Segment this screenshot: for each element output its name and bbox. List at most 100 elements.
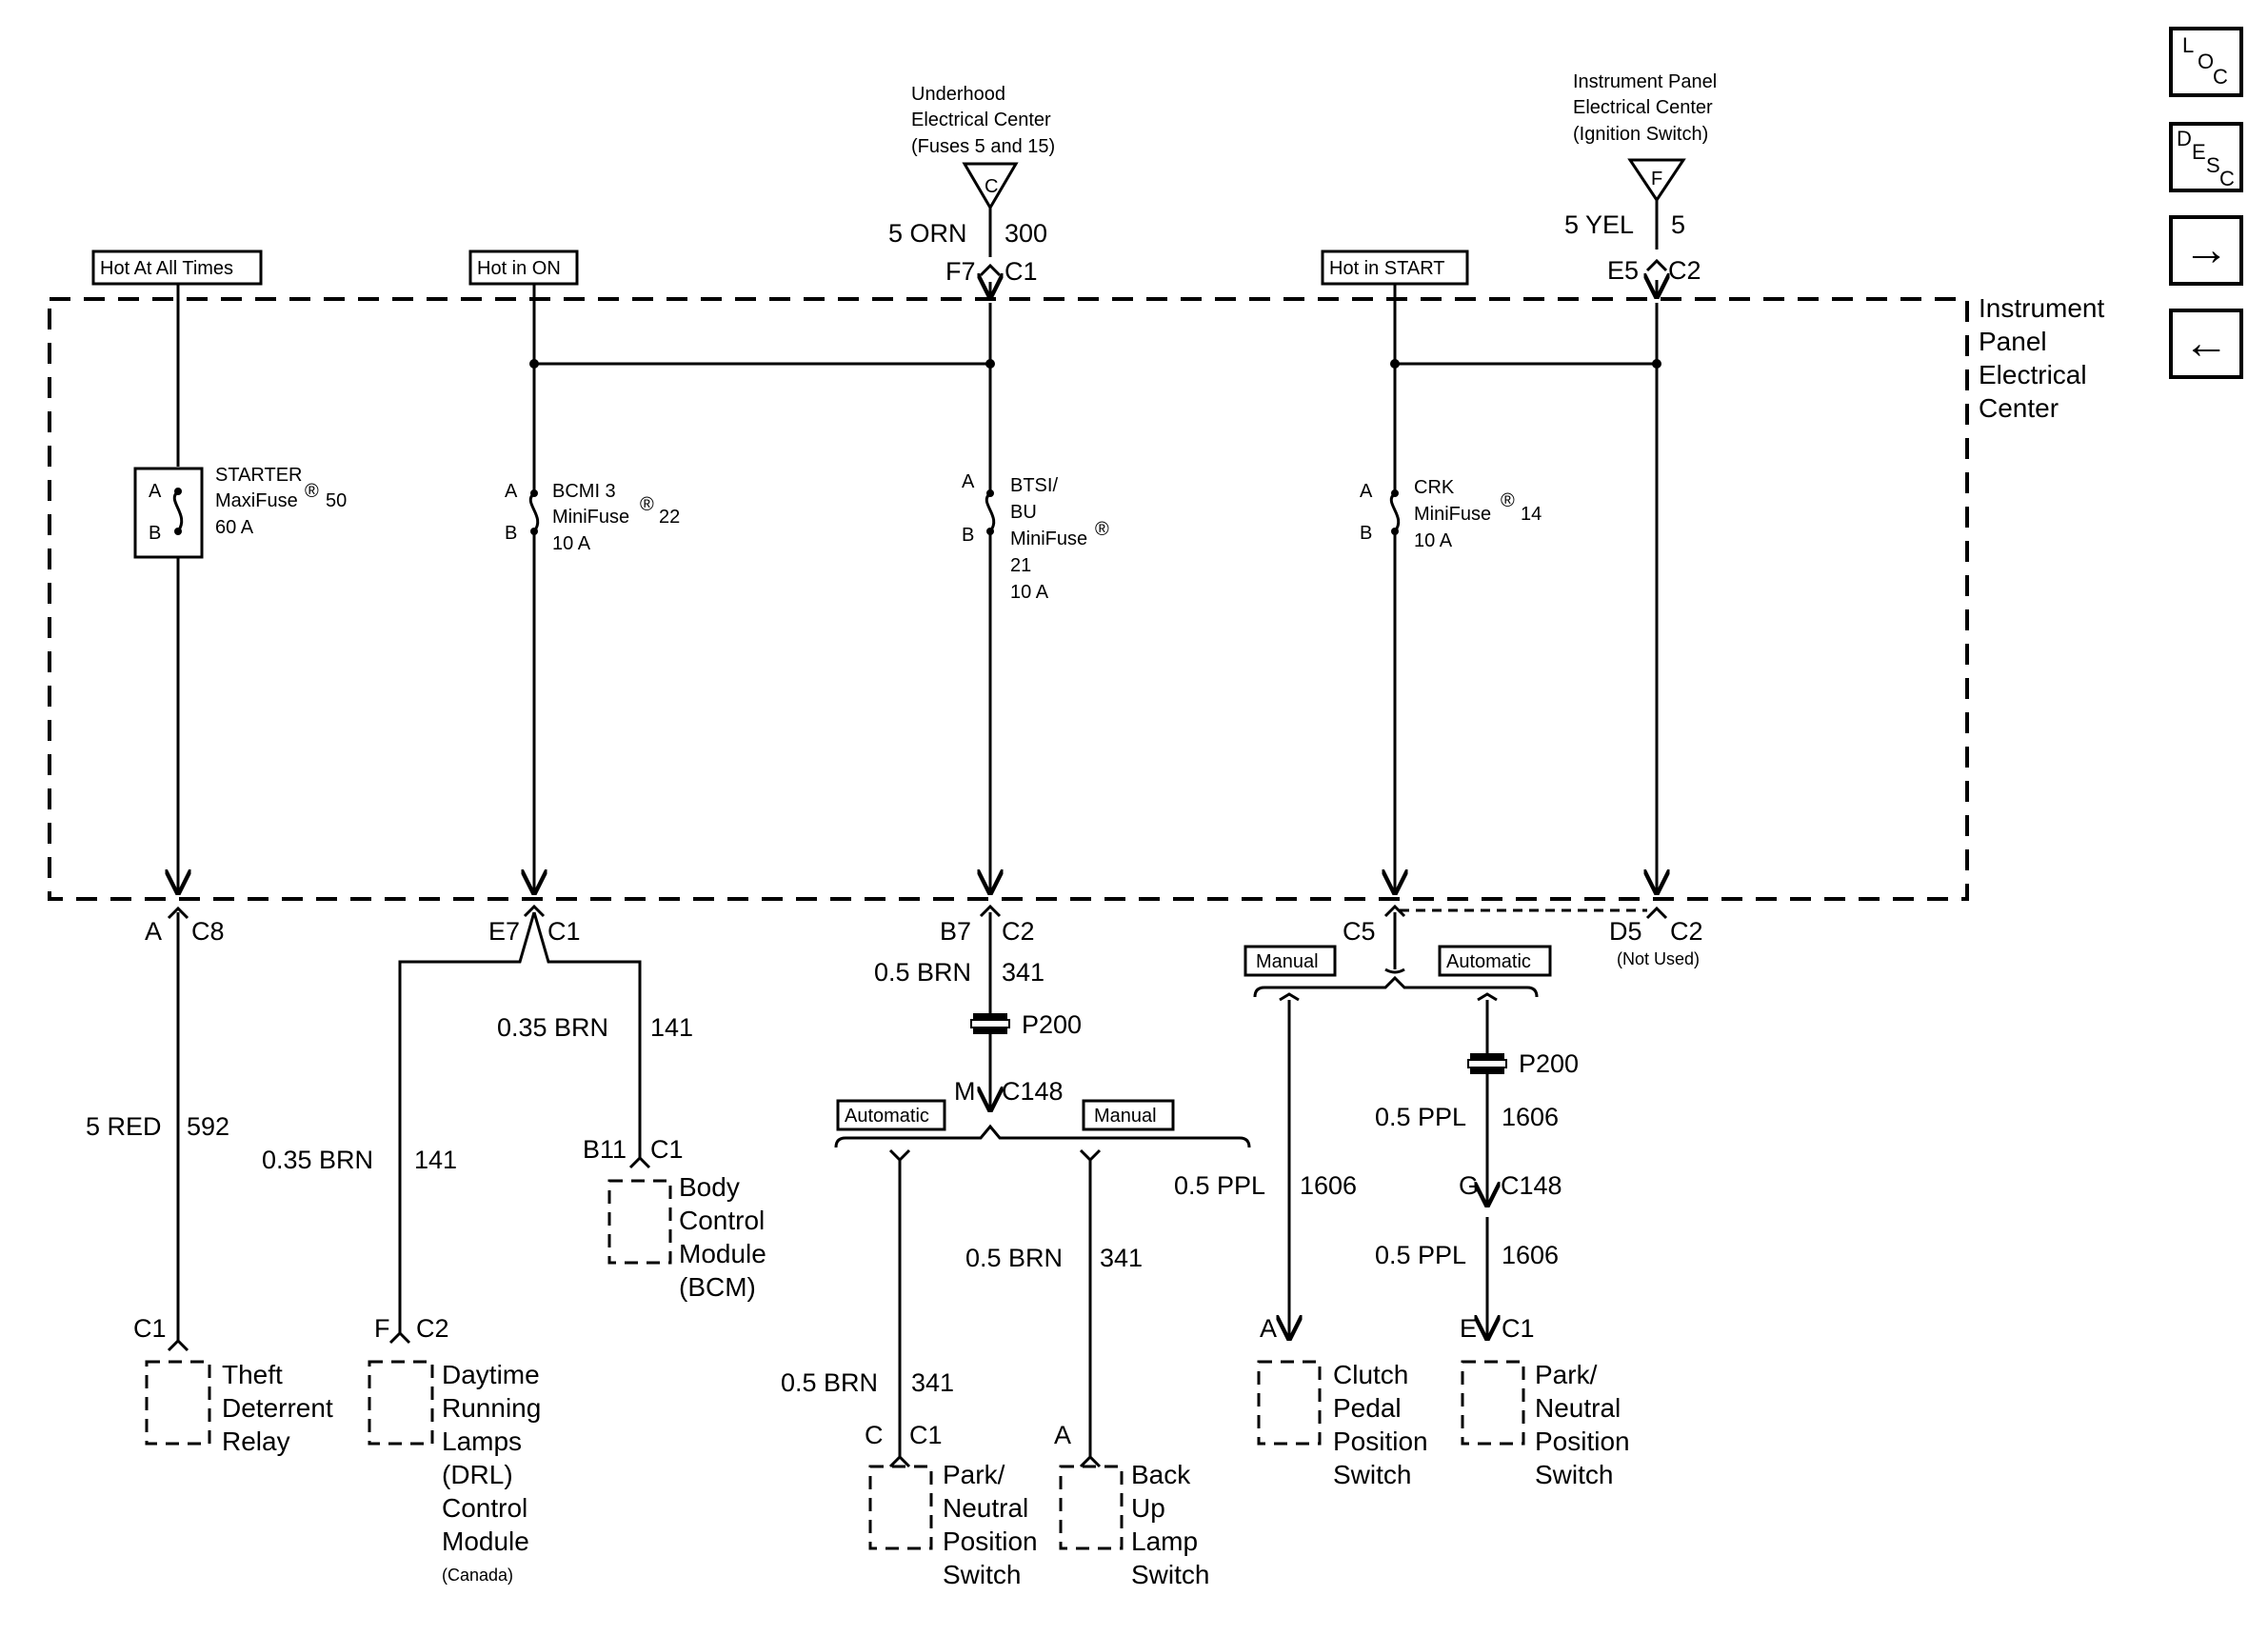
svg-text:Switch: Switch: [1333, 1460, 1411, 1489]
underhood-electrical-center-source: Underhood Electrical Center (Fuses 5 and…: [888, 84, 1055, 299]
svg-text:C2: C2: [1002, 917, 1035, 946]
internal-bus-wiring: [178, 284, 1657, 895]
svg-text:Panel: Panel: [1979, 327, 2047, 356]
svg-text:50: 50: [326, 490, 347, 511]
svg-text:A: A: [1360, 481, 1373, 502]
starter-maxifuse: A B STARTER MaxiFuse ® 50 60 A: [133, 465, 347, 559]
svg-text:Hot At All Times: Hot At All Times: [100, 258, 233, 279]
automatic-option-label-right: Automatic: [1438, 945, 1552, 977]
svg-text:0.5 PPL: 0.5 PPL: [1174, 1171, 1265, 1200]
svg-text:0.5 BRN: 0.5 BRN: [965, 1244, 1063, 1272]
svg-text:(BCM): (BCM): [679, 1272, 756, 1302]
svg-text:Neutral: Neutral: [1535, 1393, 1621, 1423]
svg-text:22: 22: [659, 507, 680, 528]
svg-text:Clutch: Clutch: [1333, 1360, 1408, 1389]
loc-button[interactable]: L O C: [2169, 27, 2243, 97]
back-up-lamp-switch: Back Up Lamp Switch: [1059, 1460, 1209, 1589]
svg-text:B: B: [1360, 523, 1372, 544]
drl-control-module: Daytime Running Lamps (DRL) Control Modu…: [368, 1360, 541, 1585]
desc-button[interactable]: D E S C: [2169, 122, 2243, 192]
svg-text:(Canada): (Canada): [442, 1566, 513, 1585]
svg-text:(Fuses 5 and 15): (Fuses 5 and 15): [911, 136, 1055, 157]
svg-text:A: A: [962, 471, 975, 492]
svg-text:®: ®: [640, 494, 654, 515]
svg-text:Up: Up: [1131, 1493, 1165, 1523]
svg-text:C8: C8: [191, 917, 225, 946]
svg-text:Instrument: Instrument: [1979, 293, 2104, 323]
svg-text:C2: C2: [1670, 917, 1703, 946]
svg-text:Running: Running: [442, 1393, 541, 1423]
svg-text:BCMI 3: BCMI 3: [552, 481, 616, 502]
svg-text:21: 21: [1010, 555, 1031, 576]
svg-text:E: E: [1460, 1314, 1477, 1343]
svg-text:341: 341: [1100, 1244, 1143, 1272]
svg-text:Automatic: Automatic: [845, 1106, 929, 1127]
svg-text:Instrument Panel: Instrument Panel: [1573, 71, 1717, 92]
svg-text:C1: C1: [909, 1421, 943, 1449]
svg-text:0.5 BRN: 0.5 BRN: [874, 958, 971, 987]
svg-text:D: D: [2177, 127, 2192, 150]
svg-text:A: A: [145, 917, 162, 946]
svg-text:1606: 1606: [1502, 1241, 1559, 1269]
svg-text:P200: P200: [1022, 1010, 1082, 1039]
svg-text:B11: B11: [583, 1135, 627, 1164]
svg-text:MiniFuse: MiniFuse: [552, 507, 629, 528]
park-neutral-position-switch-auto: Park/ Neutral Position Switch: [868, 1460, 1038, 1589]
btsi-circuit: B7 C2 0.5 BRN 341 P200 M C148 0.5 BRN 34…: [781, 904, 1251, 1468]
hot-in-on-label: Hot in ON: [468, 249, 579, 286]
svg-text:(DRL): (DRL): [442, 1460, 513, 1489]
svg-text:F: F: [1651, 169, 1662, 190]
svg-text:C5: C5: [1343, 917, 1376, 946]
svg-text:Control: Control: [679, 1206, 765, 1235]
circuit-5: 5: [1671, 210, 1685, 239]
svg-text:Switch: Switch: [1535, 1460, 1613, 1489]
svg-text:Electrical Center: Electrical Center: [1573, 97, 1713, 118]
svg-text:F: F: [374, 1314, 390, 1343]
svg-text:Automatic: Automatic: [1446, 951, 1531, 972]
svg-text:Module: Module: [679, 1239, 766, 1268]
svg-text:Body: Body: [679, 1172, 740, 1202]
svg-text:Deterrent: Deterrent: [222, 1393, 333, 1423]
svg-text:1606: 1606: [1300, 1171, 1357, 1200]
svg-text:Daytime: Daytime: [442, 1360, 540, 1389]
junction-dots: [529, 359, 1661, 369]
svg-text:Hot in ON: Hot in ON: [477, 258, 561, 279]
svg-text:F7: F7: [945, 257, 976, 286]
svg-text:CRK: CRK: [1414, 477, 1455, 498]
svg-text:Pedal: Pedal: [1333, 1393, 1402, 1423]
svg-text:341: 341: [1002, 958, 1044, 987]
next-page-button[interactable]: →: [2169, 215, 2243, 286]
svg-text:0.35 BRN: 0.35 BRN: [497, 1013, 608, 1042]
arrow-right-icon: →: [2183, 225, 2229, 275]
svg-text:10 A: 10 A: [552, 533, 591, 554]
svg-text:BU: BU: [1010, 502, 1037, 523]
svg-text:®: ®: [1095, 519, 1109, 540]
manual-option-label-right: Manual: [1243, 945, 1337, 977]
svg-text:C1: C1: [1502, 1314, 1535, 1343]
wire-5-yel: 5 YEL: [1564, 210, 1634, 239]
svg-text:Module: Module: [442, 1526, 529, 1556]
bcmi-circuit: E7 C1 0.35 BRN 141 0.35 BRN 141 B11 C1 F…: [262, 904, 693, 1345]
svg-text:Electrical Center: Electrical Center: [911, 110, 1051, 130]
svg-text:C2: C2: [1668, 256, 1701, 285]
previous-page-button[interactable]: ←: [2169, 309, 2243, 379]
hot-in-start-label: Hot in START: [1321, 249, 1469, 286]
svg-text:C148: C148: [1002, 1077, 1064, 1106]
svg-text:Position: Position: [1535, 1427, 1630, 1456]
svg-text:Electrical: Electrical: [1979, 360, 2087, 389]
svg-text:0.5 PPL: 0.5 PPL: [1375, 1241, 1466, 1269]
svg-text:0.5 PPL: 0.5 PPL: [1375, 1103, 1466, 1131]
svg-text:Position: Position: [943, 1526, 1038, 1556]
svg-text:O: O: [2198, 50, 2214, 73]
svg-text:Switch: Switch: [1131, 1560, 1209, 1589]
svg-text:MiniFuse: MiniFuse: [1414, 504, 1491, 525]
svg-text:C148: C148: [1501, 1171, 1562, 1200]
svg-text:B: B: [149, 523, 161, 544]
clutch-pedal-position-switch: Clutch Pedal Position Switch: [1257, 1360, 1428, 1489]
svg-text:Lamps: Lamps: [442, 1427, 522, 1456]
svg-text:C: C: [865, 1421, 884, 1449]
svg-text:C2: C2: [416, 1314, 449, 1343]
svg-text:C: C: [2219, 167, 2235, 190]
svg-text:MiniFuse: MiniFuse: [1010, 529, 1087, 549]
svg-text:L: L: [2182, 33, 2194, 57]
